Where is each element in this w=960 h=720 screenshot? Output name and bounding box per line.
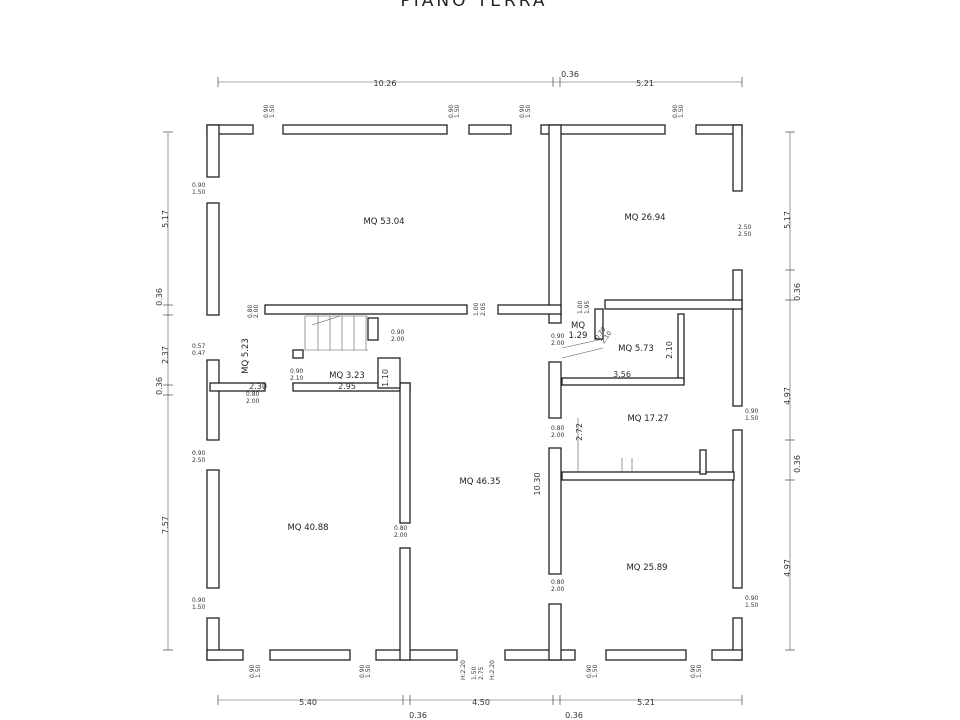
room-area-2: MQ 26.94: [624, 213, 665, 223]
opening-door-3-w: 1.00: [577, 300, 584, 314]
dim-right-d: 0.36: [793, 455, 802, 473]
opening-bot-1-h: 1.50: [255, 664, 262, 678]
opening-right-3-w: 0.90: [745, 595, 759, 602]
opening-door-1-h: 2.00: [253, 304, 260, 318]
opening-door-6-w: 0.90: [290, 368, 304, 375]
walls: [206, 124, 743, 661]
dim-left-e: 7.57: [161, 516, 170, 534]
opening-left-4-h: 1.50: [192, 604, 206, 611]
dim-inner-1030: 10.30: [533, 473, 542, 496]
opening-bot-3-d: H:2.20: [489, 660, 496, 680]
room-area-3: MQ 5.23: [241, 338, 251, 374]
opening-door-1-w: 0.80: [247, 304, 254, 318]
opening-left-3-w: 0.90: [192, 450, 206, 457]
room-area-9: MQ 40.88: [287, 523, 328, 533]
opening-bot-3-b: 1.50: [471, 666, 478, 680]
opening-door-10-w: 0.80: [551, 579, 565, 586]
room-area-5a: MQ: [571, 321, 585, 331]
dim-right-e: 4.97: [783, 559, 792, 577]
opening-top-2-h: 1.50: [454, 104, 461, 118]
opening-door-5-w: 0.90: [551, 333, 565, 340]
opening-left-2-w: 0.57: [192, 343, 206, 350]
room-area-10: MQ 25.89: [626, 563, 667, 573]
opening-top-4-h: 1.50: [678, 104, 685, 118]
dim-bot-a: 5.40: [299, 698, 317, 707]
opening-top-1-h: 1.50: [269, 104, 276, 118]
opening-door-2-w: 1.00: [473, 302, 480, 316]
room-area-5b: 1.29: [569, 331, 588, 341]
opening-top-3-w: 0.90: [519, 104, 526, 118]
opening-labels: 0.90 1.50 0.90 1.50 0.90 1.50 0.90 1.50 …: [192, 104, 759, 680]
opening-bot-5-h: 1.50: [696, 664, 703, 678]
room-area-8: MQ 46.35: [459, 477, 500, 487]
dim-inner-110: 1.10: [381, 369, 390, 387]
opening-right-3-h: 1.50: [745, 602, 759, 609]
dim-inner-295: 2.95: [338, 382, 356, 391]
opening-door-4-w: 0.90: [391, 329, 405, 336]
dim-bot-e: 0.36: [565, 711, 583, 720]
opening-left-1-h: 1.50: [192, 189, 206, 196]
opening-door-8-h: 2.00: [551, 432, 565, 439]
dim-right-c: 4.97: [783, 387, 792, 405]
diagonal-door-line: [561, 338, 604, 349]
dim-inner-210: 2.10: [665, 341, 674, 359]
room-labels: MQ 53.04 MQ 26.94 MQ 5.23 MQ 3.23 MQ 1.2…: [241, 213, 669, 573]
dim-left-d: 0.36: [155, 377, 164, 395]
opening-left-1-w: 0.90: [192, 182, 206, 189]
dimension-lines: [163, 77, 795, 705]
opening-left-4-w: 0.90: [192, 597, 206, 604]
opening-left-2-h: 0.47: [192, 350, 206, 357]
dim-left-c: 2.37: [161, 346, 170, 364]
opening-left-3-h: 2.50: [192, 457, 206, 464]
dim-left-b: 0.36: [155, 288, 164, 306]
opening-door-5-h: 2.00: [551, 340, 565, 347]
opening-bot-1-w: 0.90: [249, 664, 256, 678]
opening-door-6-h: 2.10: [290, 375, 304, 382]
room-area-4: MQ 3.23: [329, 371, 365, 381]
opening-top-1-w: 0.90: [263, 104, 270, 118]
room-area-1: MQ 53.04: [363, 217, 404, 227]
dim-bot-c: 5.21: [637, 698, 655, 707]
opening-door-2-h: 2.05: [480, 302, 487, 316]
plan-title: PIANO TERRA: [400, 0, 547, 11]
opening-top-3-h: 1.50: [525, 104, 532, 118]
dim-inner-230: 2.30: [249, 382, 267, 391]
room-area-6: MQ 5.73: [618, 344, 654, 354]
opening-door-9-w: 0.80: [394, 525, 408, 532]
dim-right-b: 0.36: [793, 283, 802, 301]
opening-bot-2-h: 1.50: [365, 664, 372, 678]
opening-bot-3-c: 2.75: [478, 666, 485, 680]
opening-bot-4-w: 0.90: [586, 664, 593, 678]
opening-door-8-w: 0.80: [551, 425, 565, 432]
opening-door-7-h: 2.00: [246, 398, 260, 405]
dim-top-c: 5.21: [636, 79, 654, 88]
dim-inner-356: 3.56: [613, 370, 631, 379]
dimension-labels: 10.26 0.36 5.21 5.40 4.50 5.21 0.36 0.36…: [155, 70, 802, 720]
room-area-7: MQ 17.27: [627, 414, 668, 424]
opening-door-9-h: 2.00: [394, 532, 408, 539]
opening-door-10-h: 2.00: [551, 586, 565, 593]
opening-door-7-w: 0.80: [246, 391, 260, 398]
opening-right-1-h: 2.50: [738, 231, 752, 238]
dim-bot-b: 4.50: [472, 698, 490, 707]
dim-left-a: 5.17: [161, 210, 170, 228]
opening-top-2-w: 0.90: [448, 104, 455, 118]
opening-bot-4-h: 1.50: [592, 664, 599, 678]
opening-right-1-w: 2.50: [738, 224, 752, 231]
opening-bot-2-w: 0.90: [359, 664, 366, 678]
opening-door-3-h: 1.95: [584, 300, 591, 314]
opening-right-2-h: 1.50: [745, 415, 759, 422]
opening-door-4-h: 2.00: [391, 336, 405, 343]
dim-inner-272: 2.72: [575, 423, 584, 441]
opening-right-2-w: 0.90: [745, 408, 759, 415]
dim-top-b: 0.36: [561, 70, 579, 79]
opening-bot-5-w: 0.90: [690, 664, 697, 678]
opening-top-4-w: 0.90: [672, 104, 679, 118]
opening-bot-3-a: H:2.20: [460, 660, 467, 680]
staircase: [304, 315, 368, 351]
dim-bot-d: 0.36: [409, 711, 427, 720]
dim-right-a: 5.17: [783, 211, 792, 229]
dim-top-a: 10.26: [374, 79, 397, 88]
